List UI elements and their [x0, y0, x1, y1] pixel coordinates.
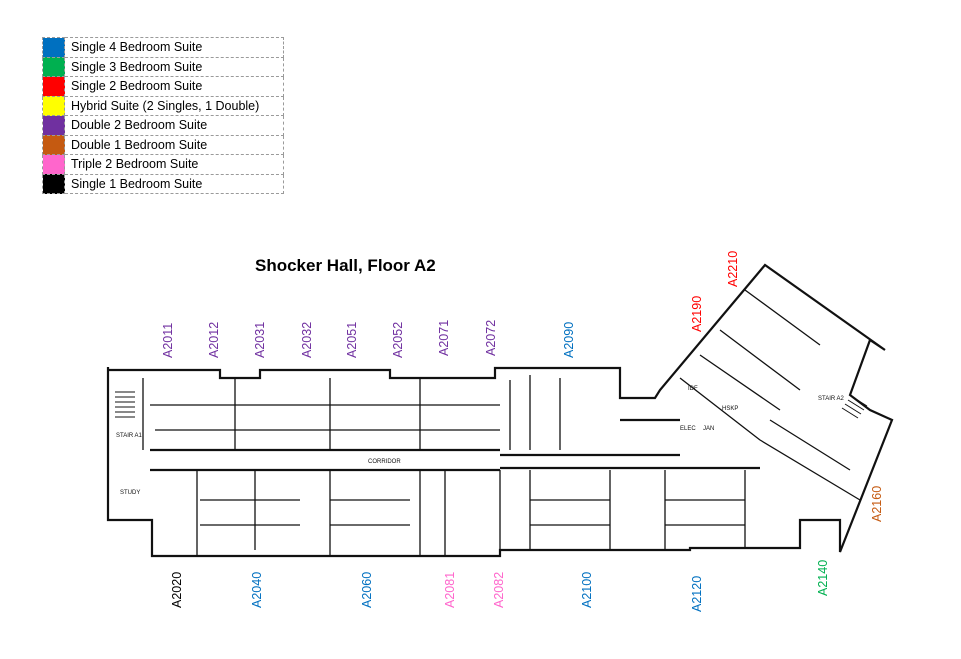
suite-label-a2160: A2160	[870, 485, 884, 522]
suite-label-a2052: A2052	[391, 321, 405, 358]
suite-label-a2100: A2100	[580, 571, 594, 608]
legend-label: Single 2 Bedroom Suite	[64, 76, 284, 97]
suite-label-a2081: A2081	[443, 571, 457, 608]
idf-label: IDF	[688, 386, 698, 392]
legend-label: Double 2 Bedroom Suite	[64, 115, 284, 136]
legend-row: Single 2 Bedroom Suite	[42, 76, 284, 97]
stair-a1-label: STAIR A1	[116, 433, 143, 439]
suite-label-a2031: A2031	[253, 321, 267, 358]
jan-label: JAN	[703, 426, 714, 432]
legend-swatch	[42, 115, 65, 136]
suite-label-a2082: A2082	[492, 571, 506, 608]
corridor-walls	[150, 418, 760, 472]
suite-label-a2020: A2020	[170, 571, 184, 608]
legend-swatch	[42, 154, 65, 175]
legend-label: Triple 2 Bedroom Suite	[64, 154, 284, 175]
suite-label-a2032: A2032	[300, 321, 314, 358]
study-label: STUDY	[120, 490, 140, 496]
legend-row: Single 1 Bedroom Suite	[42, 173, 284, 194]
suite-label-a2190: A2190	[690, 295, 704, 332]
suite-label-a2120: A2120	[690, 575, 704, 612]
legend-swatch	[42, 56, 65, 77]
lower-partitions	[196, 470, 746, 556]
suite-label-a2071: A2071	[437, 319, 451, 356]
suite-label-a2012: A2012	[207, 321, 221, 358]
upper-partitions	[142, 375, 561, 450]
legend-row: Single 3 Bedroom Suite	[42, 56, 284, 77]
legend-row: Double 2 Bedroom Suite	[42, 115, 284, 136]
suite-label-a2072: A2072	[484, 319, 498, 356]
floor-title: Shocker Hall, Floor A2	[255, 256, 436, 275]
legend-row: Triple 2 Bedroom Suite	[42, 154, 284, 175]
angled-wing-partitions	[679, 289, 861, 501]
suite-label-a2210: A2210	[726, 250, 740, 287]
suite-label-a2040: A2040	[250, 571, 264, 608]
stair-a2-hatch	[841, 395, 868, 419]
corridor-label: CORRIDOR	[368, 459, 401, 465]
hskp-label: HSKP	[722, 406, 738, 412]
stair-a1-hatch	[115, 391, 135, 418]
elec-label: ELEC	[680, 426, 696, 432]
suite-label-a2090: A2090	[562, 321, 576, 358]
suite-label-a2060: A2060	[360, 571, 374, 608]
suite-label-a2140: A2140	[816, 559, 830, 596]
main-wing-outline	[106, 263, 894, 558]
legend-swatch	[42, 173, 65, 194]
suite-label-a2011: A2011	[161, 322, 175, 358]
suite-label-a2051: A2051	[345, 321, 359, 358]
legend-swatch	[42, 134, 65, 155]
legend-label: Single 1 Bedroom Suite	[64, 173, 284, 194]
stair-a2-label: STAIR A2	[818, 396, 845, 402]
